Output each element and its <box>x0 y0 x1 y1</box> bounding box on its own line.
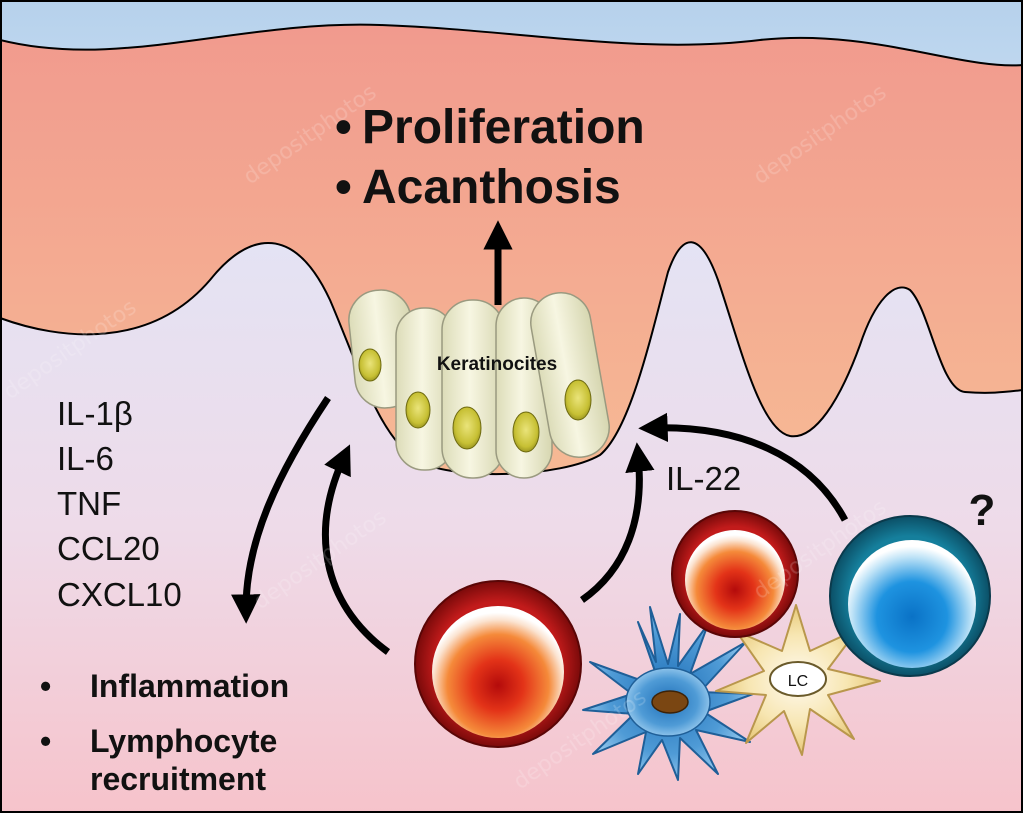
il22-label: IL-22 <box>666 460 741 497</box>
keratinocyte-cell <box>530 292 610 458</box>
outcome-bullet: • <box>335 161 352 214</box>
keratinocyte-cluster <box>348 289 610 479</box>
keratinocyte-cell <box>441 299 505 479</box>
outcome-acanthosis: Acanthosis <box>362 161 621 214</box>
langerhans-cell: LC <box>715 604 881 756</box>
cytokine-il6: IL-6 <box>57 440 114 477</box>
outcome-recruitment: recruitment <box>90 761 266 797</box>
nucleus <box>512 411 540 453</box>
nucleus <box>405 391 431 429</box>
outcome-lymphocyte: Lymphocyte <box>90 723 277 759</box>
cytokine-tnf: TNF <box>57 485 121 522</box>
arrow-unknown-cell-to-keratinocytes <box>638 412 849 522</box>
cytokine-cxcl10: CXCL10 <box>57 576 182 613</box>
arrow-il22-to-keratinocytes <box>579 442 655 603</box>
cytokine-list: IL-1β IL-6 TNF CCL20 CXCL10 <box>57 395 182 613</box>
nucleus <box>564 379 592 421</box>
cytokine-il1b: IL-1β <box>57 395 133 432</box>
outcome-bullet: • <box>335 101 352 154</box>
dendritic-cell <box>582 606 754 781</box>
langerhans-label: LC <box>788 673 808 690</box>
outcome-bullet: • <box>40 723 51 759</box>
unknown-cell-question: ? <box>969 486 996 535</box>
lymphocyte-small-red <box>671 510 799 638</box>
nucleus <box>452 406 482 450</box>
arrow-cell-to-keratinocytes <box>322 444 391 655</box>
keratinocyte-label: Keratinocites <box>437 354 557 375</box>
outcome-proliferation: Proliferation <box>362 101 645 154</box>
arrow-down-to-inflammation <box>231 396 331 624</box>
outcome-bullet: • <box>40 668 51 704</box>
lymphocyte-blue <box>829 515 991 677</box>
nucleus <box>358 348 382 382</box>
cytokine-ccl20: CCL20 <box>57 530 160 567</box>
lymphocyte-large-red <box>414 580 582 748</box>
outcome-inflammation: Inflammation <box>90 668 289 704</box>
